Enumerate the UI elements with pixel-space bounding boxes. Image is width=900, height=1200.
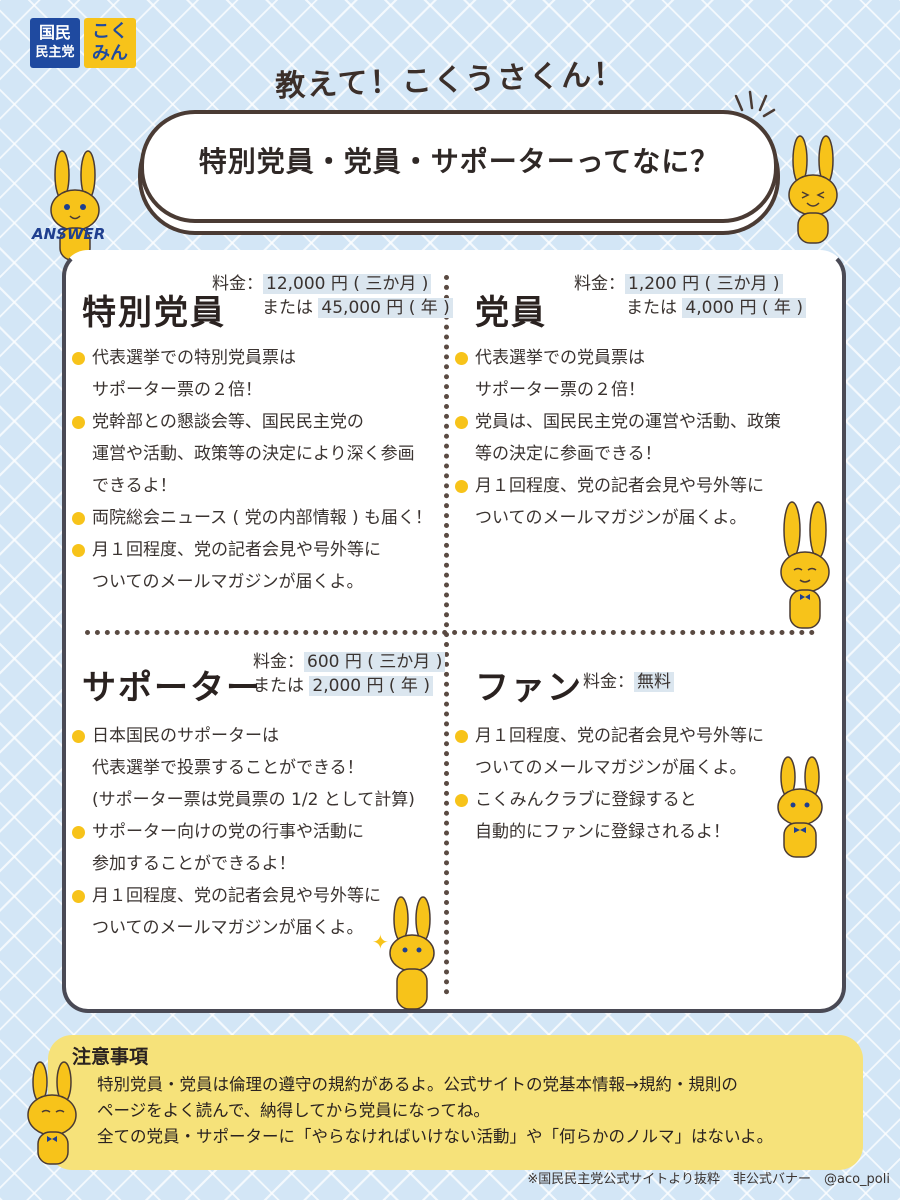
note-title: 注意事項	[72, 1046, 149, 1068]
list-item: 月１回程度、党の記者会見や号外等についてのメールマガジンが届くよ。	[455, 720, 775, 784]
price-special-member: 料金：12,000 円 ( 三か月 ) または 45,000 円 ( 年 )	[212, 272, 453, 320]
rabbit-mascot-icon	[389, 896, 435, 1010]
title-cloud	[140, 110, 778, 223]
sparkle-icon: ✦	[372, 930, 389, 954]
note-line: 全ての党員・サポーターに「やらなければいけない活動」や「何らかのノルマ」はないよ…	[97, 1127, 774, 1146]
rabbit-mascot-icon	[780, 501, 830, 629]
party-logo: 国民 民主党 こく みん	[30, 18, 136, 68]
list-item: 代表選挙での党員票はサポーター票の２倍！	[455, 342, 805, 406]
price-member: 料金：1,200 円 ( 三か月 ) または 4,000 円 ( 年 )	[574, 272, 806, 320]
list-special-member: 代表選挙での特別党員票はサポーター票の２倍！ 党幹部との懇談会等、国民民主党の運…	[72, 342, 437, 598]
list-supporter: 日本国民のサポーターは代表選挙で投票することができる！(サポーター票は党員票の …	[72, 720, 442, 944]
section-title-supporter: サポーター	[74, 660, 270, 709]
horizontal-divider	[85, 630, 815, 635]
vertical-divider	[444, 275, 449, 995]
list-item: 両院総会ニュース ( 党の内部情報 ) も届く！	[72, 502, 437, 534]
list-item: 代表選挙での特別党員票はサポーター票の２倍！	[72, 342, 437, 406]
logo-line1: 国民	[38, 23, 71, 42]
section-title-fan: ファン	[467, 660, 591, 709]
list-item: こくみんクラブに登録すると自動的にファンに登録されるよ！	[455, 784, 775, 848]
page-title: 特別党員・党員・サポーターってなに？	[198, 145, 720, 178]
section-title-member: 党員	[467, 285, 555, 334]
list-item: 月１回程度、党の記者会見や号外等についてのメールマガジンが届くよ。	[455, 470, 805, 534]
logo-kana1: こく	[92, 21, 128, 42]
logo-kanji: 国民 民主党	[30, 18, 80, 68]
list-item: 党幹部との懇談会等、国民民主党の運営や活動、政策等の決定により深く参画できるよ！	[72, 406, 437, 502]
rabbit-mascot-icon	[777, 756, 823, 858]
note-line: 特別党員・党員は倫理の遵守の規約があるよ。公式サイトの党基本情報→規約・規則の	[97, 1075, 738, 1094]
answer-label: ANSWER	[32, 225, 106, 243]
section-title-special-member: 特別党員	[74, 285, 234, 334]
logo-kana2: みん	[92, 43, 128, 64]
list-item: 党員は、国民民主党の運営や活動、政策等の決定に参画できる！	[455, 406, 805, 470]
list-item: 日本国民のサポーターは代表選挙で投票することができる！(サポーター票は党員票の …	[72, 720, 442, 816]
footer-credit: ※国民民主党公式サイトより抜粋 非公式バナー @aco_poli	[527, 1172, 890, 1187]
list-fan: 月１回程度、党の記者会見や号外等についてのメールマガジンが届くよ。 こくみんクラ…	[455, 720, 775, 848]
list-item: 月１回程度、党の記者会見や号外等についてのメールマガジンが届くよ。	[72, 880, 442, 944]
list-item: 月１回程度、党の記者会見や号外等についてのメールマガジンが届くよ。	[72, 534, 437, 598]
note-line: ページをよく読んで、納得してから党員になってね。	[97, 1101, 490, 1120]
rabbit-mascot-icon	[50, 150, 100, 261]
price-fan: 料金：無料	[583, 670, 674, 694]
note-body: 特別党員・党員は倫理の遵守の規約があるよ。公式サイトの党基本情報→規約・規則の …	[97, 1072, 847, 1150]
list-member: 代表選挙での党員票はサポーター票の２倍！ 党員は、国民民主党の運営や活動、政策等…	[455, 342, 805, 534]
rabbit-mascot-icon	[27, 1061, 77, 1165]
price-supporter: 料金：600 円 ( 三か月 ) または 2,000 円 ( 年 )	[253, 650, 446, 698]
note-box	[48, 1035, 863, 1170]
list-item: サポーター向けの党の行事や活動に参加することができるよ！	[72, 816, 442, 880]
rabbit-mascot-icon	[788, 135, 838, 244]
burst-lines-icon	[734, 90, 776, 118]
logo-kana: こく みん	[84, 18, 136, 68]
logo-line2: 民主党	[35, 45, 75, 60]
